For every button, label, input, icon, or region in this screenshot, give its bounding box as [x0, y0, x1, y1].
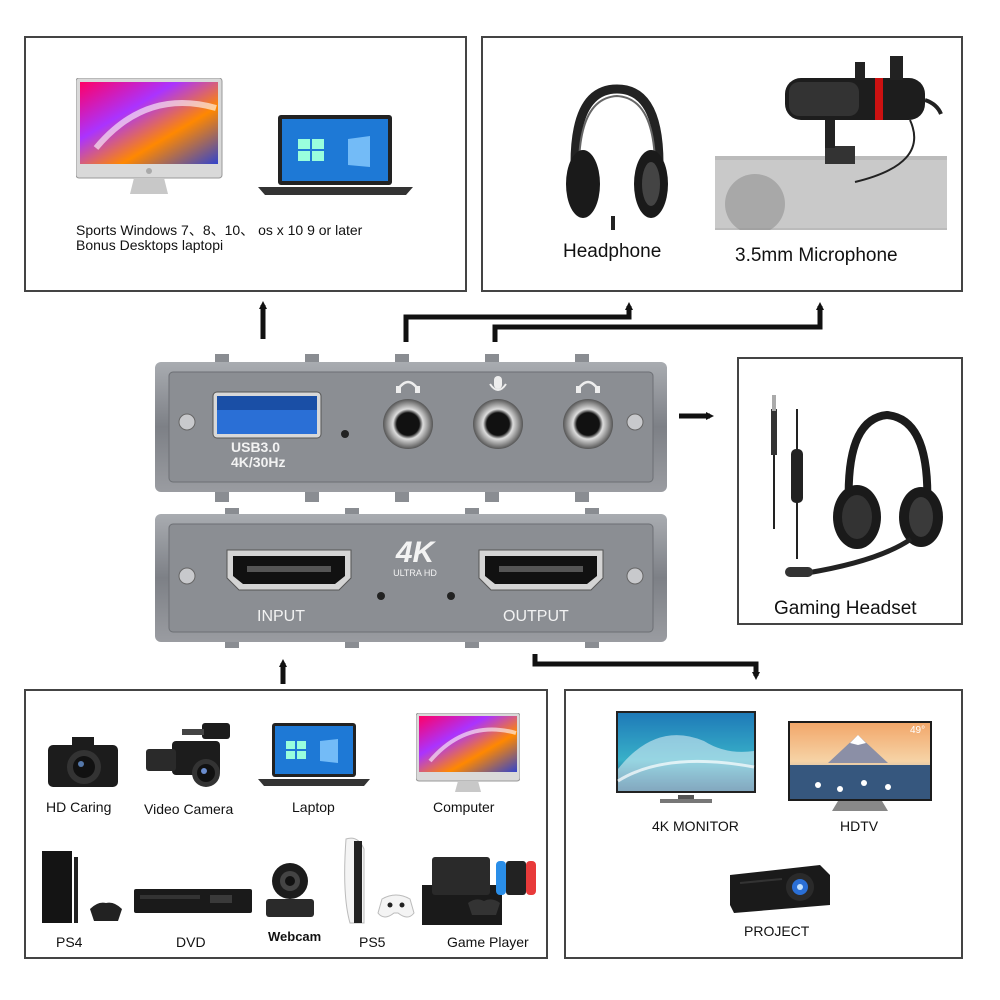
capture-card-audio-panel: USB3.0 4K/30Hz	[155, 354, 667, 502]
audio-box: Headphone 3.5mm Microphone	[481, 36, 963, 292]
video-camera-icon	[142, 719, 238, 791]
source-label-webcam: Webcam	[268, 929, 322, 944]
4k-logo: 4K ULTRA HD	[381, 536, 449, 579]
hdmi-input-label: INPUT	[257, 608, 305, 625]
source-label-game-player: Game Player	[447, 934, 529, 950]
source-label-ps4: PS4	[56, 934, 83, 950]
usb-port-label: USB3.0 4K/30Hz	[231, 440, 285, 470]
headset-box: Gaming Headset	[737, 357, 963, 625]
usb-label-line1: USB3.0	[231, 439, 281, 455]
os-compat-line1: Sports Windows 7、8、10、 os x 10 9 or late…	[76, 222, 363, 238]
computer-compat-box: Sports Windows 7、8、10、 os x 10 9 or late…	[24, 36, 467, 292]
output-label-4k-monitor: 4K MONITOR	[652, 818, 739, 834]
microphone-label: 3.5mm Microphone	[735, 245, 898, 266]
projector-icon	[726, 857, 834, 917]
game-console-icon	[418, 849, 546, 929]
usb-label-line2: 4K/30Hz	[231, 454, 286, 470]
4k-logo-sub: ULTRA HD	[393, 568, 437, 578]
dvd-player-icon	[134, 887, 252, 915]
hdtv-icon	[788, 721, 932, 813]
headset-label: Gaming Headset	[774, 598, 917, 619]
source-label-dvd: DVD	[176, 934, 206, 950]
source-label-video-camera: Video Camera	[144, 801, 234, 817]
microphone-icon	[715, 54, 947, 230]
imac-icon	[76, 78, 224, 196]
arrow-to-displays	[532, 654, 760, 680]
hdtv-screen-text: 49°	[910, 725, 926, 736]
os-compat-line2: Bonus Desktops laptopi	[76, 237, 224, 253]
headphone-icon	[565, 84, 669, 230]
webcam-icon	[260, 859, 320, 919]
arrow-to-microphone	[492, 302, 824, 342]
headset-icon	[759, 389, 949, 589]
sources-box: HD Caring Video Camera Laptop Computer	[24, 689, 548, 959]
ps5-console-icon	[340, 835, 420, 927]
capture-card-hdmi-panel: 4K ULTRA HD INPUT OUTPUT	[155, 508, 667, 648]
hdmi-output-label: OUTPUT	[503, 608, 569, 625]
arrow-to-headphone	[403, 302, 633, 342]
output-label-projector: PROJECT	[744, 923, 810, 939]
headphone-label: Headphone	[563, 241, 662, 262]
ps4-console-icon	[38, 851, 124, 927]
laptop-icon	[258, 115, 413, 197]
computer-icon	[416, 713, 520, 793]
source-laptop-icon	[258, 723, 370, 787]
4k-logo-main: 4K	[395, 536, 435, 569]
source-label-hd-caring: HD Caring	[46, 799, 112, 815]
displays-box: 49° 4K MONITOR HDTV PROJECT	[564, 689, 963, 959]
4k-monitor-icon	[616, 711, 756, 807]
dslr-camera-icon	[48, 733, 118, 789]
source-label-ps5: PS5	[359, 934, 386, 950]
output-label-hdtv: HDTV	[840, 818, 879, 834]
source-label-laptop: Laptop	[292, 799, 335, 815]
source-label-computer: Computer	[433, 799, 495, 815]
